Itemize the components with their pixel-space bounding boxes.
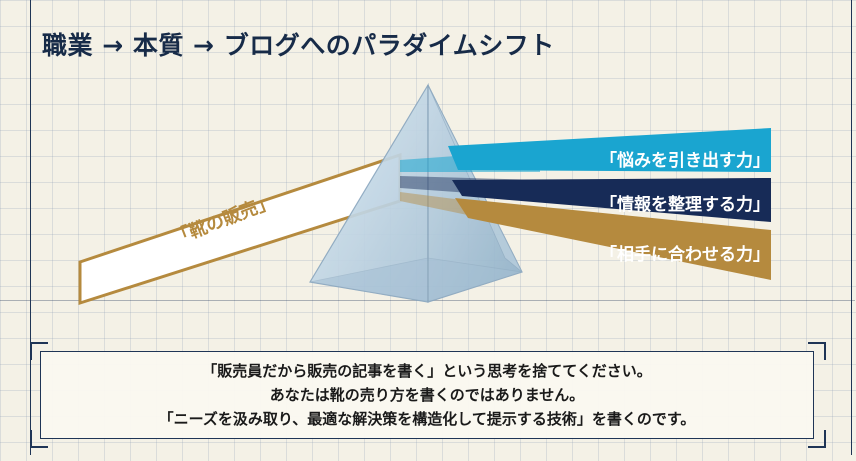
beam-navy [452, 178, 771, 222]
page-title: 職業 → 本質 → ブログへのパラダイムシフト [42, 31, 555, 60]
message-line-2: あなたは靴の売り方を書くのではありません。 [269, 386, 585, 404]
bracket-top-right [808, 342, 826, 360]
beam-label-gold: 「相手に合わせる力」 [600, 245, 770, 265]
message-line-1: 「販売員だから販売の記事を書く」という思考を捨ててください。 [202, 362, 652, 380]
beam-label-navy: 「情報を整理する力」 [600, 195, 770, 215]
bracket-bottom-right [808, 430, 826, 448]
beam-blue [448, 128, 771, 172]
message-line-3: 「ニーズを汲み取り、最適な解決策を構造化して提示する技術」を書くのです。 [158, 410, 696, 428]
outer-frame [30, 0, 852, 455]
bracket-bottom-left [30, 430, 48, 448]
beam-gold [455, 198, 771, 280]
beam-label-blue: 「悩みを引き出す力」 [600, 151, 770, 171]
bracket-top-left [30, 342, 48, 360]
message-box: 「販売員だから販売の記事を書く」という思考を捨ててください。 あなたは靴の売り方… [40, 351, 814, 439]
